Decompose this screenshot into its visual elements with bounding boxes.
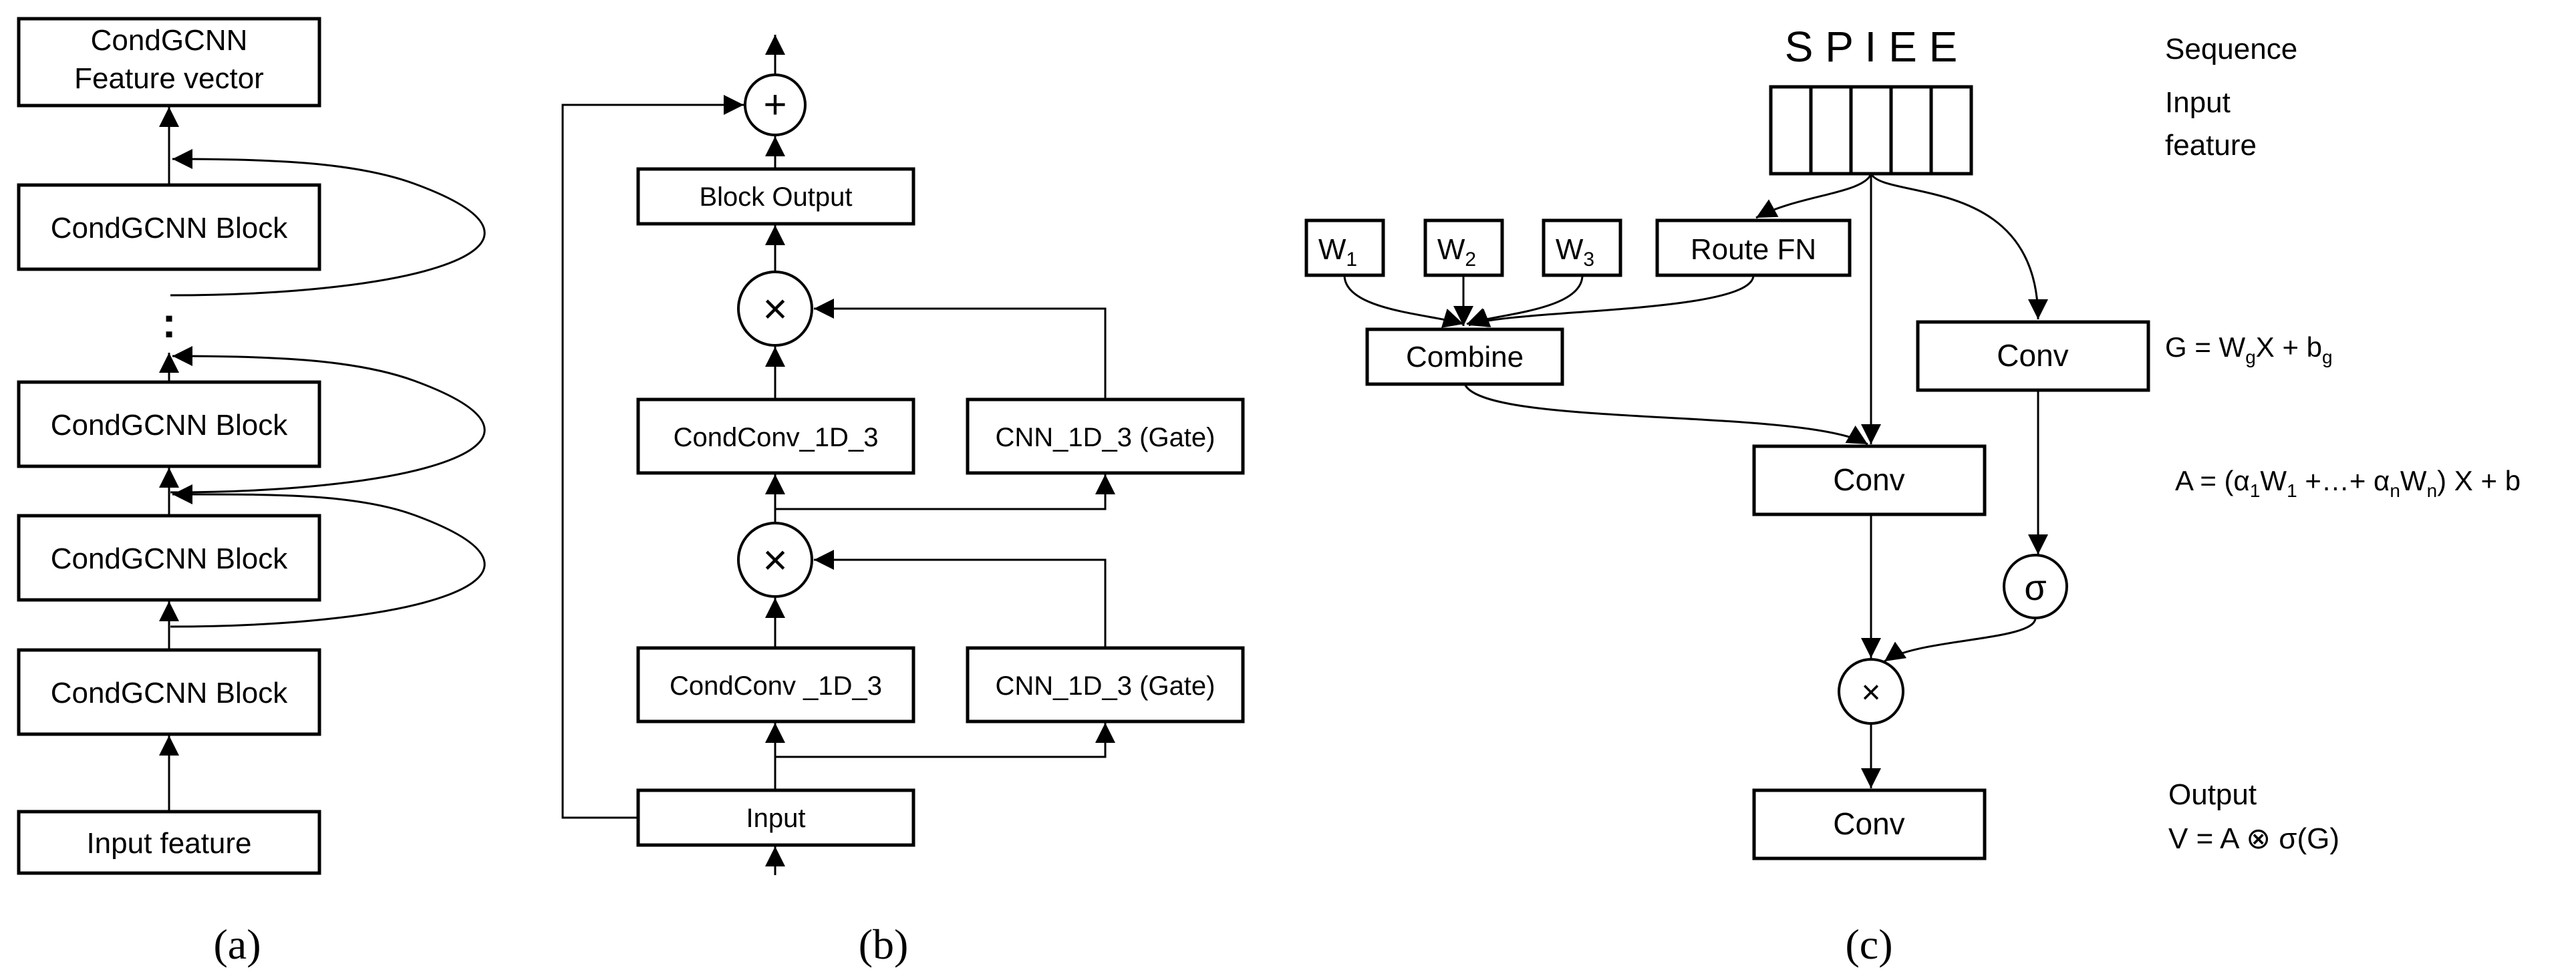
panel-c: S P I E E Sequence Input feature W1 W2 W…	[1304, 23, 2521, 968]
multiply-symbol-top: ×	[762, 285, 787, 333]
condconv-top-box	[636, 397, 915, 475]
combine-label: Combine	[1406, 341, 1524, 373]
edge-routefn-to-combine	[1468, 275, 1755, 327]
conv-gate-label: Conv	[1997, 338, 2068, 373]
edge-feature-to-routefn	[1755, 173, 1872, 219]
add-symbol: +	[763, 82, 786, 127]
block-output-box	[636, 167, 915, 226]
input-feature-label-line2: feature	[2165, 129, 2257, 162]
w2-label: W2	[1437, 233, 1476, 271]
sequence-label: Sequence	[2165, 33, 2297, 65]
arrow-b-gate-bottom-to-mult	[814, 550, 1107, 648]
multiply-symbol-c: ×	[1861, 673, 1880, 711]
vertical-ellipsis: :	[162, 299, 176, 347]
panel-b: + Block Output × CondConv_1D_3 CNN_1D_3 …	[561, 35, 1245, 968]
feature-vector-box	[17, 17, 321, 108]
skip-loop-1	[170, 149, 486, 297]
multiply-symbol-bottom: ×	[762, 536, 787, 584]
edge-sigma-to-multiply	[1884, 617, 2037, 663]
add-node	[744, 73, 807, 136]
conv-gate-box	[1916, 320, 2150, 392]
output-label: Output	[2168, 778, 2257, 811]
input-feature-box-a	[17, 810, 321, 875]
caption-c: (c)	[1845, 921, 1892, 968]
skip-loop-3	[170, 484, 486, 628]
caption-a: (a)	[213, 921, 261, 968]
w3-label: W3	[1556, 233, 1594, 271]
route-fn-box	[1655, 218, 1852, 277]
combine-box	[1365, 327, 1564, 386]
condgcnn-block-4	[17, 648, 321, 736]
input-label-b: Input	[746, 804, 806, 833]
sigma-symbol: σ	[2024, 568, 2046, 608]
panel-a: CondGCNN Feature vector CondGCNN Block C…	[17, 17, 486, 968]
gate-top-label: CNN_1D_3 (Gate)	[995, 423, 1215, 452]
block-output-label: Block Output	[699, 182, 852, 212]
edge-combine-to-conv	[1463, 383, 1868, 446]
condconv-top-label: CondConv_1D_3	[674, 423, 879, 452]
skip-loop-2	[170, 346, 486, 494]
input-feature-label-a: Input feature	[86, 827, 251, 860]
conv-main-box	[1752, 444, 1987, 516]
caption-b: (b)	[859, 921, 909, 968]
feature-vector-label-line1: CondGCNN	[91, 24, 248, 57]
edge-w1-to-combine	[1343, 275, 1464, 328]
conv-output-box	[1752, 788, 1987, 860]
route-fn-label: Route FN	[1691, 233, 1816, 266]
gate-bottom-label: CNN_1D_3 (Gate)	[995, 671, 1215, 701]
w2-box	[1423, 218, 1504, 277]
edge-feature-to-conv-gate	[1870, 173, 2048, 320]
arrow-b-branch-to-gate-bottom	[775, 723, 1115, 758]
w1-label: W1	[1318, 233, 1357, 271]
condgcnn-block-4-label: CondGCNN Block	[51, 677, 289, 709]
w1-box	[1304, 218, 1385, 277]
arrow-b-branch-to-gate-top	[775, 474, 1115, 510]
condgcnn-block-3	[17, 514, 321, 602]
condgcnn-block-1-label: CondGCNN Block	[51, 212, 289, 244]
condgcnn-block-3-label: CondGCNN Block	[51, 542, 289, 575]
condconv-bottom-label: CondConv _1D_3	[670, 671, 882, 701]
equation-a: A = (α1W1 +…+ αnWn) X + b	[2175, 465, 2521, 501]
feature-vector-label-line2: Feature vector	[74, 62, 264, 95]
conv-main-label: Conv	[1833, 462, 1904, 497]
equation-v: V = A ⊗ σ(G)	[2168, 822, 2339, 855]
equation-g: G = WgX + bg	[2165, 331, 2333, 367]
input-feature-label-line1: Input	[2165, 86, 2231, 119]
conv-output-label: Conv	[1833, 806, 1904, 841]
residual-skip-b	[561, 95, 744, 819]
arrow-b-gate-top-to-mult	[814, 299, 1107, 399]
condgcnn-block-1	[17, 183, 321, 271]
sequence-letters: S P I E E	[1785, 23, 1958, 71]
gate-top-box	[966, 397, 1245, 475]
condgcnn-block-2-label: CondGCNN Block	[51, 409, 289, 442]
input-feature-array	[1769, 85, 1973, 176]
